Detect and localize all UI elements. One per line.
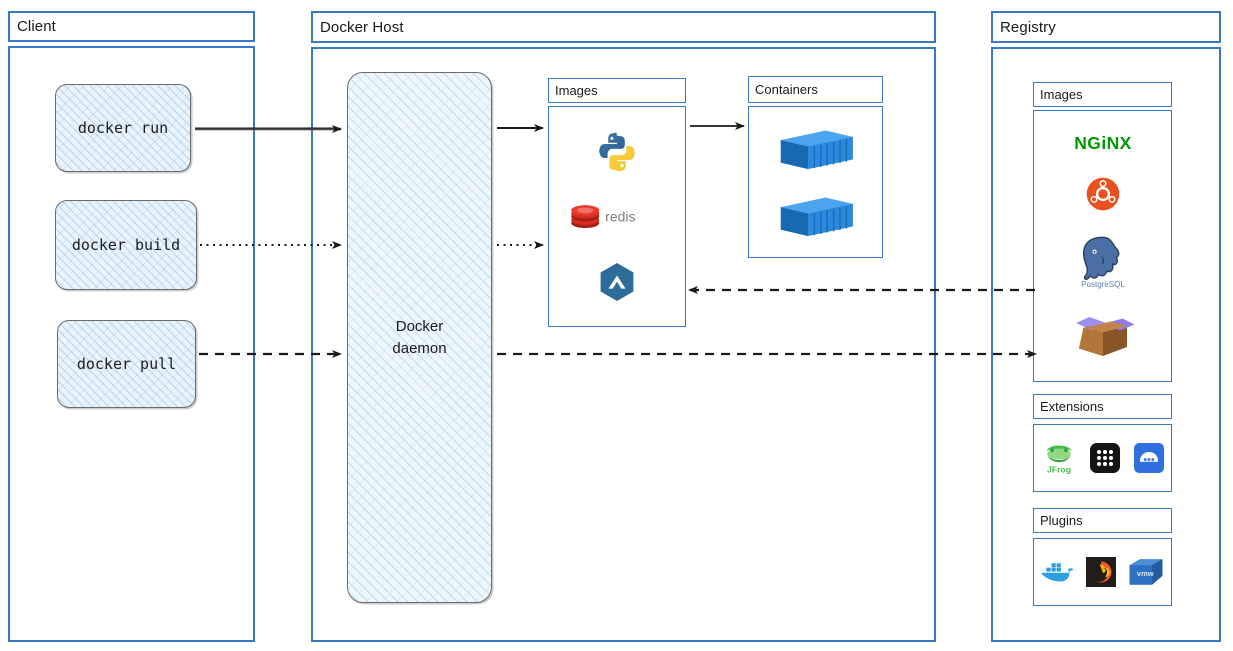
lane-title-docker-host: Docker Host <box>311 11 936 43</box>
open-box-icon <box>1067 309 1139 361</box>
redis-logo-icon: redis <box>569 202 665 232</box>
group-body-registry-images: NGiNX <box>1033 110 1172 382</box>
blue-extension-icon <box>1134 443 1165 473</box>
shipping-container-icon <box>775 190 857 242</box>
ubuntu-logo-icon <box>1084 175 1122 213</box>
group-title-host-images: Images <box>548 78 686 103</box>
group-body-extensions: JFrog <box>1033 424 1172 492</box>
grafana-logo-icon <box>1085 557 1116 587</box>
docker-daemon-box[interactable]: Docker daemon <box>347 72 492 603</box>
group-title-extensions: Extensions <box>1033 394 1172 419</box>
svg-text:redis: redis <box>605 209 635 225</box>
mattermost-logo-icon <box>595 260 639 304</box>
group-title-containers-label: Containers <box>755 82 818 97</box>
svg-text:JFrog: JFrog <box>1047 465 1071 475</box>
group-body-host-images: redis <box>548 106 686 327</box>
shipping-container-icon <box>775 123 857 175</box>
command-box-docker-run[interactable]: docker run <box>55 84 191 172</box>
svg-text:vmw: vmw <box>1136 569 1153 578</box>
group-title-registry-images-label: Images <box>1040 87 1083 102</box>
vmware-logo-icon: vmw <box>1125 556 1167 588</box>
lane-title-registry: Registry <box>991 11 1221 43</box>
lane-title-client: Client <box>8 11 255 42</box>
docker-daemon-label: Docker daemon <box>392 317 447 357</box>
group-title-extensions-label: Extensions <box>1040 399 1104 414</box>
app-grid-icon <box>1090 443 1121 473</box>
group-body-containers <box>748 106 883 258</box>
svg-text:NGiNX: NGiNX <box>1074 133 1132 153</box>
group-title-plugins-label: Plugins <box>1040 513 1083 528</box>
docker-whale-icon <box>1039 557 1077 587</box>
lane-title-registry-label: Registry <box>1000 18 1056 36</box>
command-label-docker-build: docker build <box>71 236 181 254</box>
python-logo-icon <box>594 129 640 175</box>
command-box-docker-pull[interactable]: docker pull <box>57 320 196 408</box>
command-box-docker-build[interactable]: docker build <box>55 200 197 290</box>
group-title-plugins: Plugins <box>1033 508 1172 533</box>
command-label-docker-run: docker run <box>77 119 169 137</box>
group-body-plugins: vmw <box>1033 538 1172 606</box>
nginx-logo-icon: NGiNX <box>1053 131 1153 155</box>
group-title-registry-images: Images <box>1033 82 1172 107</box>
lane-title-docker-host-label: Docker Host <box>320 18 404 36</box>
group-title-host-images-label: Images <box>555 83 598 98</box>
postgresql-logo-icon: PostgreSQL <box>1064 233 1142 289</box>
lane-title-client-label: Client <box>17 18 56 35</box>
svg-text:PostgreSQL: PostgreSQL <box>1081 280 1125 289</box>
command-label-docker-pull: docker pull <box>76 355 177 373</box>
group-title-containers: Containers <box>748 76 883 103</box>
jfrog-logo-icon: JFrog <box>1041 440 1077 476</box>
